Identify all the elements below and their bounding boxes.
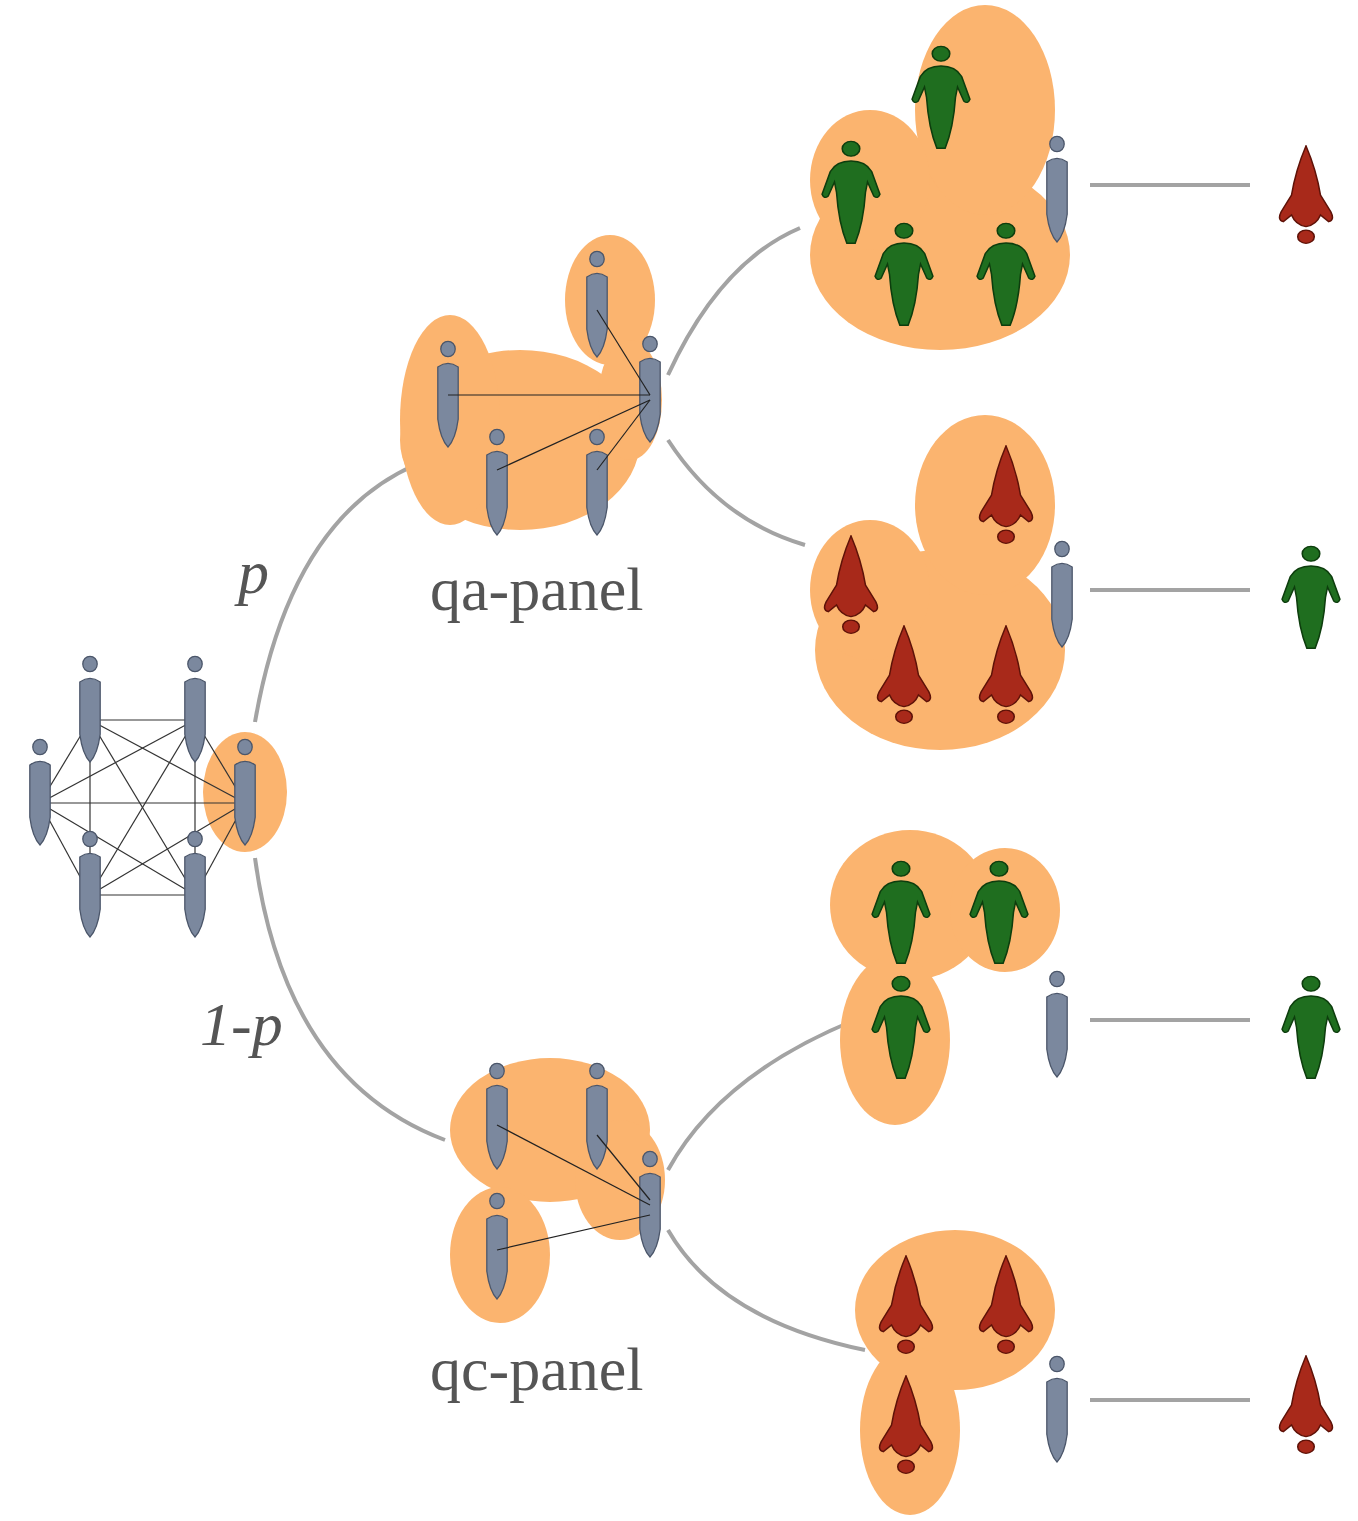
- network-link: [40, 803, 195, 895]
- probability-label: 1-p: [200, 990, 283, 1058]
- panel-node: qc-panel: [380, 1040, 700, 1410]
- pawn-figure: [185, 831, 205, 937]
- network-link: [40, 802, 245, 803]
- green-figure: [822, 141, 880, 243]
- red-figure: [825, 536, 878, 634]
- pawn-figure: [640, 336, 660, 442]
- pawn-figure: [30, 739, 50, 845]
- pawn-figure: [185, 656, 205, 762]
- panel-blob: [400, 315, 500, 525]
- red-figure: [878, 626, 931, 724]
- panel-link: [597, 400, 650, 470]
- green-figure: [1282, 546, 1340, 648]
- red-figure: [880, 1376, 933, 1474]
- panel-link: [597, 1135, 650, 1200]
- branch-arc: [255, 465, 415, 722]
- outcome-line: [1090, 588, 1250, 592]
- red-figure: [880, 1256, 933, 1354]
- panel-blob: [950, 848, 1060, 972]
- pawn-figure: [80, 831, 100, 937]
- red-figure: [1280, 146, 1333, 244]
- red-figure: [980, 446, 1033, 543]
- network-link: [90, 720, 195, 895]
- branch-arc: [668, 228, 800, 375]
- network-link: [90, 803, 245, 895]
- pawn-figure: [487, 1063, 507, 1169]
- pawn-figure: [640, 1151, 660, 1257]
- network-link: [40, 720, 195, 803]
- panel-label: qc-panel: [430, 1335, 643, 1403]
- pawn-figure: [487, 429, 507, 535]
- green-figure: [872, 861, 930, 963]
- branch-arc: [668, 1020, 855, 1170]
- chosen-highlight: [203, 732, 287, 852]
- network-link: [90, 719, 195, 720]
- branch-arc: [668, 1230, 865, 1350]
- pawn-figure: [587, 1063, 607, 1169]
- pawn-figure: [587, 429, 607, 535]
- red-figure: [980, 1256, 1033, 1354]
- branch-arcs: [255, 228, 865, 1350]
- green-figure: [912, 46, 970, 148]
- red-figure: [1280, 1356, 1333, 1454]
- panel-link: [497, 1125, 650, 1205]
- red-figure: [980, 626, 1033, 724]
- pawn-figure: [1047, 1356, 1067, 1462]
- network-link: [90, 720, 245, 803]
- pawn-figure: [487, 1193, 507, 1299]
- green-figure: [872, 976, 930, 1078]
- green-figure: [977, 223, 1035, 325]
- panel-blob: [450, 1187, 550, 1323]
- panel-blob: [810, 520, 930, 660]
- probability-label: p: [238, 538, 269, 606]
- pawn-figure: [1047, 971, 1067, 1077]
- panel-blob: [860, 1345, 960, 1515]
- outcome-line: [1090, 1018, 1250, 1022]
- panel-link: [497, 1215, 650, 1250]
- pawn-figure: [1047, 136, 1067, 242]
- network-link: [90, 720, 195, 895]
- panel-link: [597, 310, 650, 395]
- panel-link: [497, 400, 650, 470]
- pawn-figure: [235, 739, 255, 845]
- green-figure: [1282, 976, 1340, 1078]
- panel-node: qa-panel: [380, 235, 700, 630]
- network-link: [90, 894, 195, 895]
- pawn-figure: [80, 656, 100, 762]
- panel-label: qa-panel: [430, 555, 643, 623]
- panel-blob: [915, 415, 1055, 595]
- branch-arc: [255, 858, 445, 1140]
- panel-blob: [840, 955, 950, 1125]
- pawn-figure: [587, 251, 607, 357]
- outcome-line: [1090, 183, 1250, 187]
- green-figure: [970, 861, 1028, 963]
- green-figure: [875, 223, 933, 325]
- branch-arc: [668, 440, 805, 545]
- pawn-figure: [438, 341, 458, 447]
- outcome-line: [1090, 1398, 1250, 1402]
- pawn-figure: [1052, 541, 1072, 647]
- panel-link: [448, 394, 650, 395]
